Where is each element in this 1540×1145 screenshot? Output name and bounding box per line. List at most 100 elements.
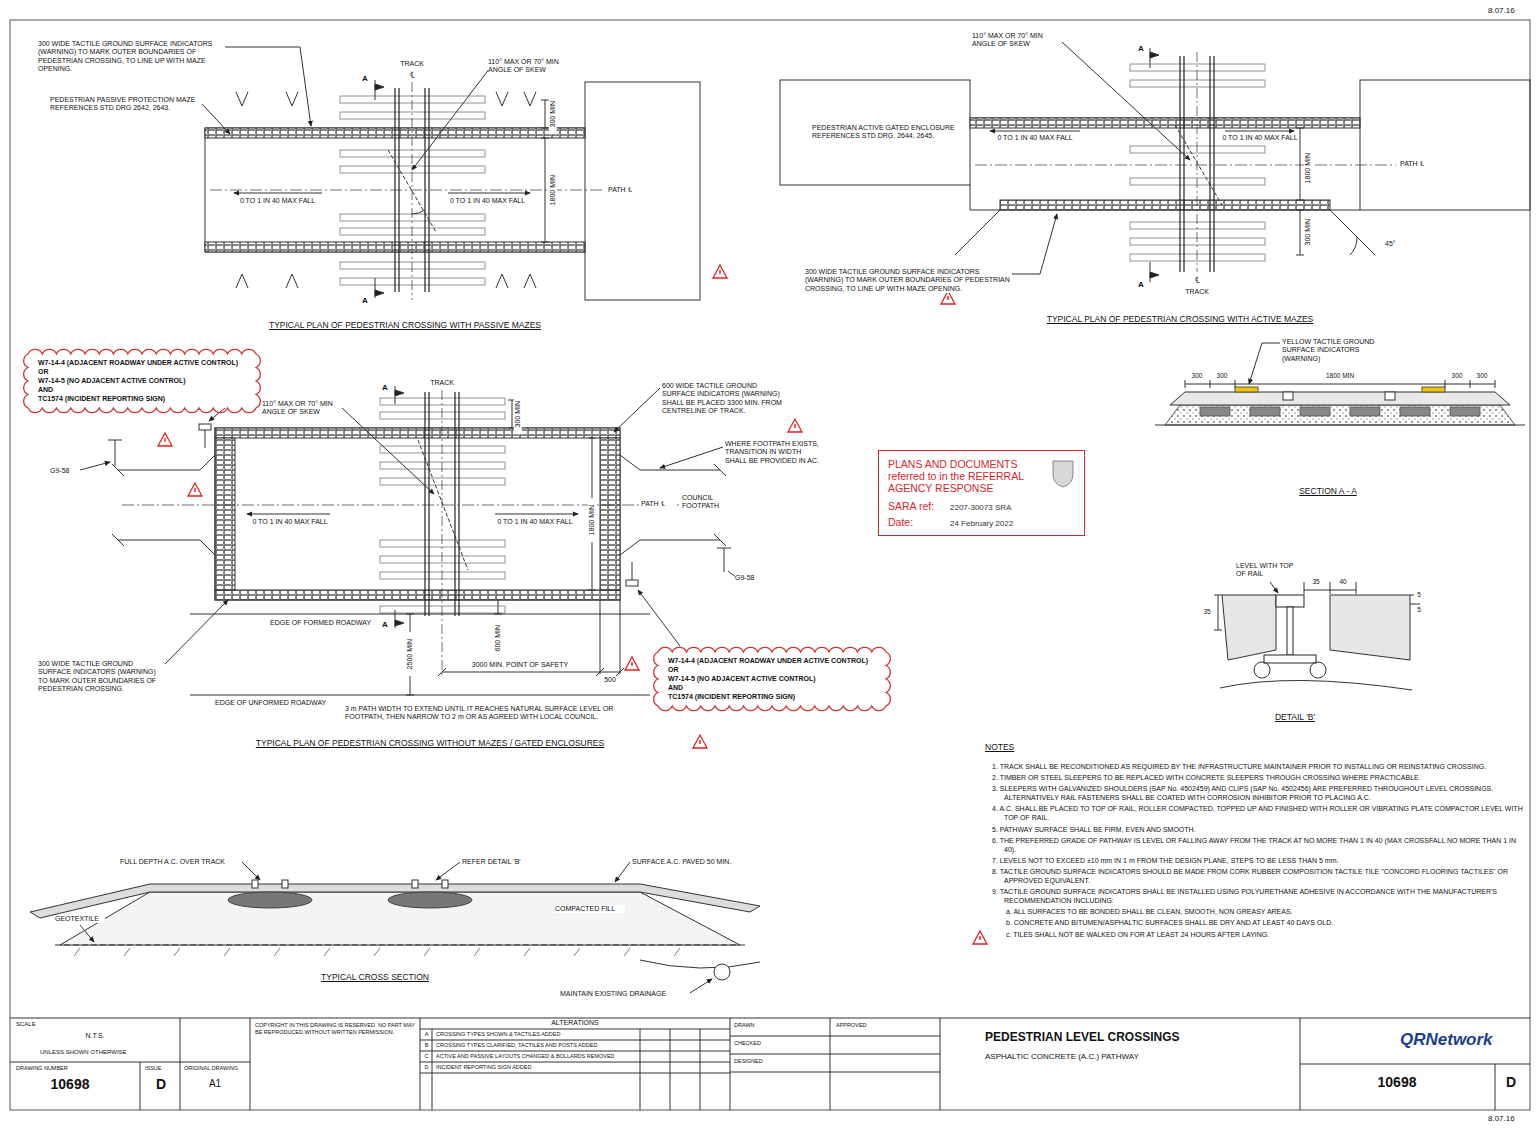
- drawing-label: 0 TO 1 IN 40 MAX FALL: [230, 197, 325, 205]
- view-title: DETAIL 'B': [1250, 712, 1340, 722]
- drawing-path: [614, 388, 660, 432]
- drawing-rect: [947, 296, 948, 300]
- drawing-label: PEDESTRIAN PASSIVE PROTECTION MAZE REFER…: [50, 96, 200, 113]
- cloud-text: W7-14-5 (NO ADJACENT ACTIVE CONTROL): [38, 376, 246, 385]
- drawing-path: [388, 150, 436, 232]
- drawing-path: [412, 68, 490, 170]
- dimension-text: 600 MIN: [494, 618, 502, 658]
- drawing-path: [74, 948, 680, 956]
- drawing-g: [10, 20, 1530, 1110]
- stamp-value: 2207-30073 SRA: [950, 503, 1011, 512]
- drawing-path: [112, 464, 726, 546]
- drawing-label: 300: [1187, 372, 1207, 380]
- drawing-label: YELLOW TACTILE GROUND SURFACE INDICATORS…: [1282, 338, 1392, 363]
- drawing-label: PATH ℄: [608, 186, 648, 194]
- drawing-rect: [1422, 387, 1445, 392]
- drawing-rect: [1360, 80, 1530, 210]
- view-title: TYPICAL PLAN OF PEDESTRIAN CROSSING WITH…: [1010, 314, 1350, 324]
- drawing-path: [615, 862, 630, 882]
- drawing-label: DRAWN: [734, 1022, 794, 1029]
- note-text: b. CONCRETE AND BITUMEN/ASPHALTIC SURFAC…: [992, 918, 1527, 927]
- drawing-label: A: [1138, 44, 1148, 54]
- drawing-polygon: [158, 433, 172, 446]
- drawing-label: WHERE FOOTPATH EXISTS, TRANSITION IN WID…: [725, 440, 825, 465]
- drawing-label: CHECKED: [734, 1040, 794, 1047]
- drawing-label: 35: [1200, 608, 1214, 616]
- drawing-path: [412, 82, 413, 300]
- drawing-label: PATH ℄: [641, 500, 677, 508]
- drawing-label: 3000 MIN. POINT OF SAFETY: [460, 661, 580, 669]
- drawing-path: [588, 438, 596, 590]
- drawing-label: 10698: [30, 1076, 110, 1093]
- drawing-ellipse: [228, 892, 312, 908]
- drawing-label: ISSUE: [145, 1065, 175, 1072]
- drawing-rect: [1283, 392, 1293, 400]
- notes-list: 1. TRACK SHALL BE RECONDITIONED AS REQUI…: [992, 762, 1527, 941]
- drawing-label: EDGE OF FORMED ROADWAY: [270, 619, 380, 627]
- drawing-label: FULL DEPTH A.C. OVER TRACK: [120, 858, 240, 866]
- drawing-label: INCIDENT REPORTING SIGN ADDED: [436, 1064, 636, 1071]
- drawing-rect: [1000, 200, 1330, 210]
- drawing-path: [412, 210, 425, 214]
- note-text: 9. TACTILE GROUND SURFACE INDICATORS SHA…: [992, 887, 1527, 905]
- drawing-path: [690, 979, 712, 993]
- drawing-label: A: [422, 1031, 431, 1038]
- drawing-path: [660, 447, 723, 468]
- drawing-label: 500: [601, 676, 619, 684]
- drawing-label: N.T.S.: [70, 1032, 120, 1040]
- drawing-path: [165, 600, 228, 664]
- drawing-path: [436, 862, 460, 880]
- drawing-path: [990, 131, 1080, 132]
- drawing-rect: [252, 880, 258, 888]
- drawing-rect: [10, 20, 1530, 1110]
- drawing-path: [1249, 343, 1280, 384]
- drawing-path: [1300, 1064, 1530, 1110]
- drawing-polygon: [1165, 405, 1515, 425]
- crest-shape: [1053, 461, 1073, 487]
- drawing-ellipse: [388, 892, 472, 908]
- drawing-path: [494, 600, 502, 614]
- drawing-label: TRACK: [422, 379, 462, 387]
- drawing-rect: [979, 936, 980, 940]
- drawing-rect: [1350, 407, 1380, 416]
- cloud-text: AND: [38, 385, 246, 394]
- drawing-label: ALTERATIONS: [520, 1019, 630, 1027]
- drawing-path: [1350, 237, 1357, 255]
- cloud-text: OR: [38, 367, 246, 376]
- note-text: 2. TIMBER OR STEEL SLEEPERS TO BE REPLAC…: [992, 773, 1527, 782]
- drawing-label: A: [382, 383, 392, 393]
- drawing-path: [1062, 42, 1190, 160]
- cloud-text: W7-14-4 (ADJACENT ROADWAY UNDER ACTIVE C…: [668, 656, 876, 665]
- drawing-label: D: [422, 1064, 431, 1071]
- drawing-label: DRAWING NUMBER: [16, 1065, 96, 1072]
- drawing-path: [717, 548, 731, 572]
- drawing-label: 300: [1472, 372, 1492, 380]
- drawing-rect: [412, 880, 418, 888]
- stamp-heading: PLANS AND DOCUMENTS referred to in the R…: [888, 458, 1038, 494]
- drawing-label: 45°: [1385, 240, 1405, 248]
- dimension-text: 300 MIN: [549, 94, 557, 134]
- drawing-label: 10698: [1347, 1074, 1447, 1091]
- drawing-rect: [1287, 607, 1293, 655]
- drawing-polygon: [1170, 392, 1510, 405]
- drawing-path: [236, 92, 536, 106]
- drawing-label: G9-58: [50, 467, 80, 475]
- drawing-path: [202, 104, 230, 134]
- drawing-path: [1150, 48, 1151, 282]
- drawing-label: DESIGNED: [734, 1058, 794, 1065]
- drawing-path: [80, 925, 94, 942]
- drawing-polygon: [60, 892, 740, 945]
- drawing-label: 0 TO 1 IN 40 MAX FALL: [245, 518, 335, 526]
- drawing-label: COUNCIL FOOTPATH: [682, 494, 727, 511]
- drawing-rect: [794, 424, 795, 428]
- drawing-rect: [215, 590, 620, 600]
- drawing-label: GEOTEXTILE: [55, 915, 105, 923]
- drawing-path: [236, 274, 536, 288]
- drawing-label: 0 TO 1 IN 40 MAX FALL: [490, 518, 580, 526]
- drawing-polygon: [1222, 595, 1276, 660]
- drawing-g: [164, 270, 980, 940]
- drawing-label: A: [382, 620, 392, 630]
- drawing-rect: [1130, 146, 1265, 153]
- drawing-polygon: [30, 884, 760, 918]
- drawing-rect: [1250, 407, 1280, 416]
